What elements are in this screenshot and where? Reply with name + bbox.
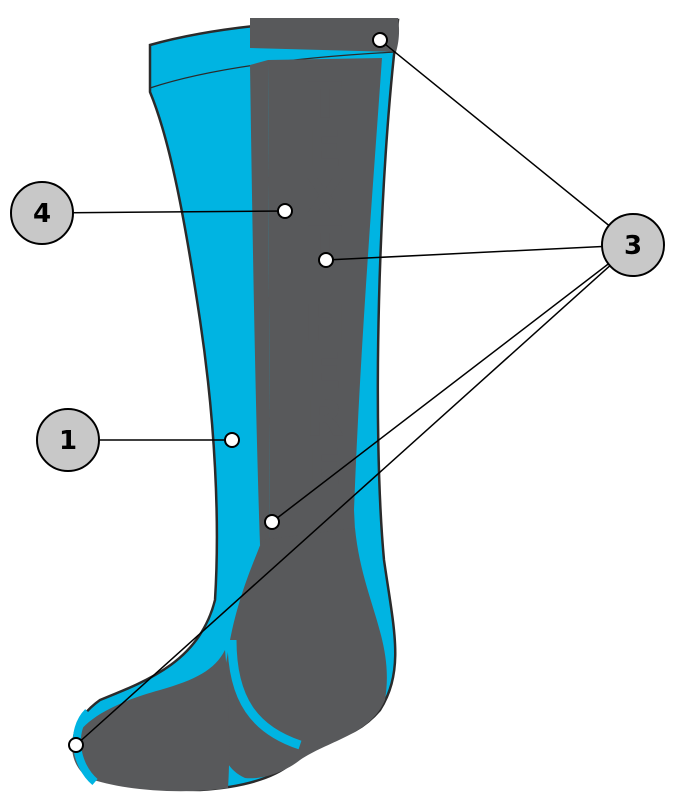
callout-number: 1 (59, 426, 77, 456)
sock-text-letter: E (308, 438, 342, 496)
callout-target-dot (278, 204, 292, 218)
callout-target-dot (373, 33, 387, 47)
callout-number: 4 (33, 199, 51, 229)
callout-number: 3 (624, 231, 642, 261)
callout-target-dot (69, 738, 83, 752)
callout-target-dot (225, 433, 239, 447)
callout-target-dot (265, 515, 279, 529)
callout-leader-line (380, 40, 633, 245)
callout-target-dot (319, 253, 333, 267)
